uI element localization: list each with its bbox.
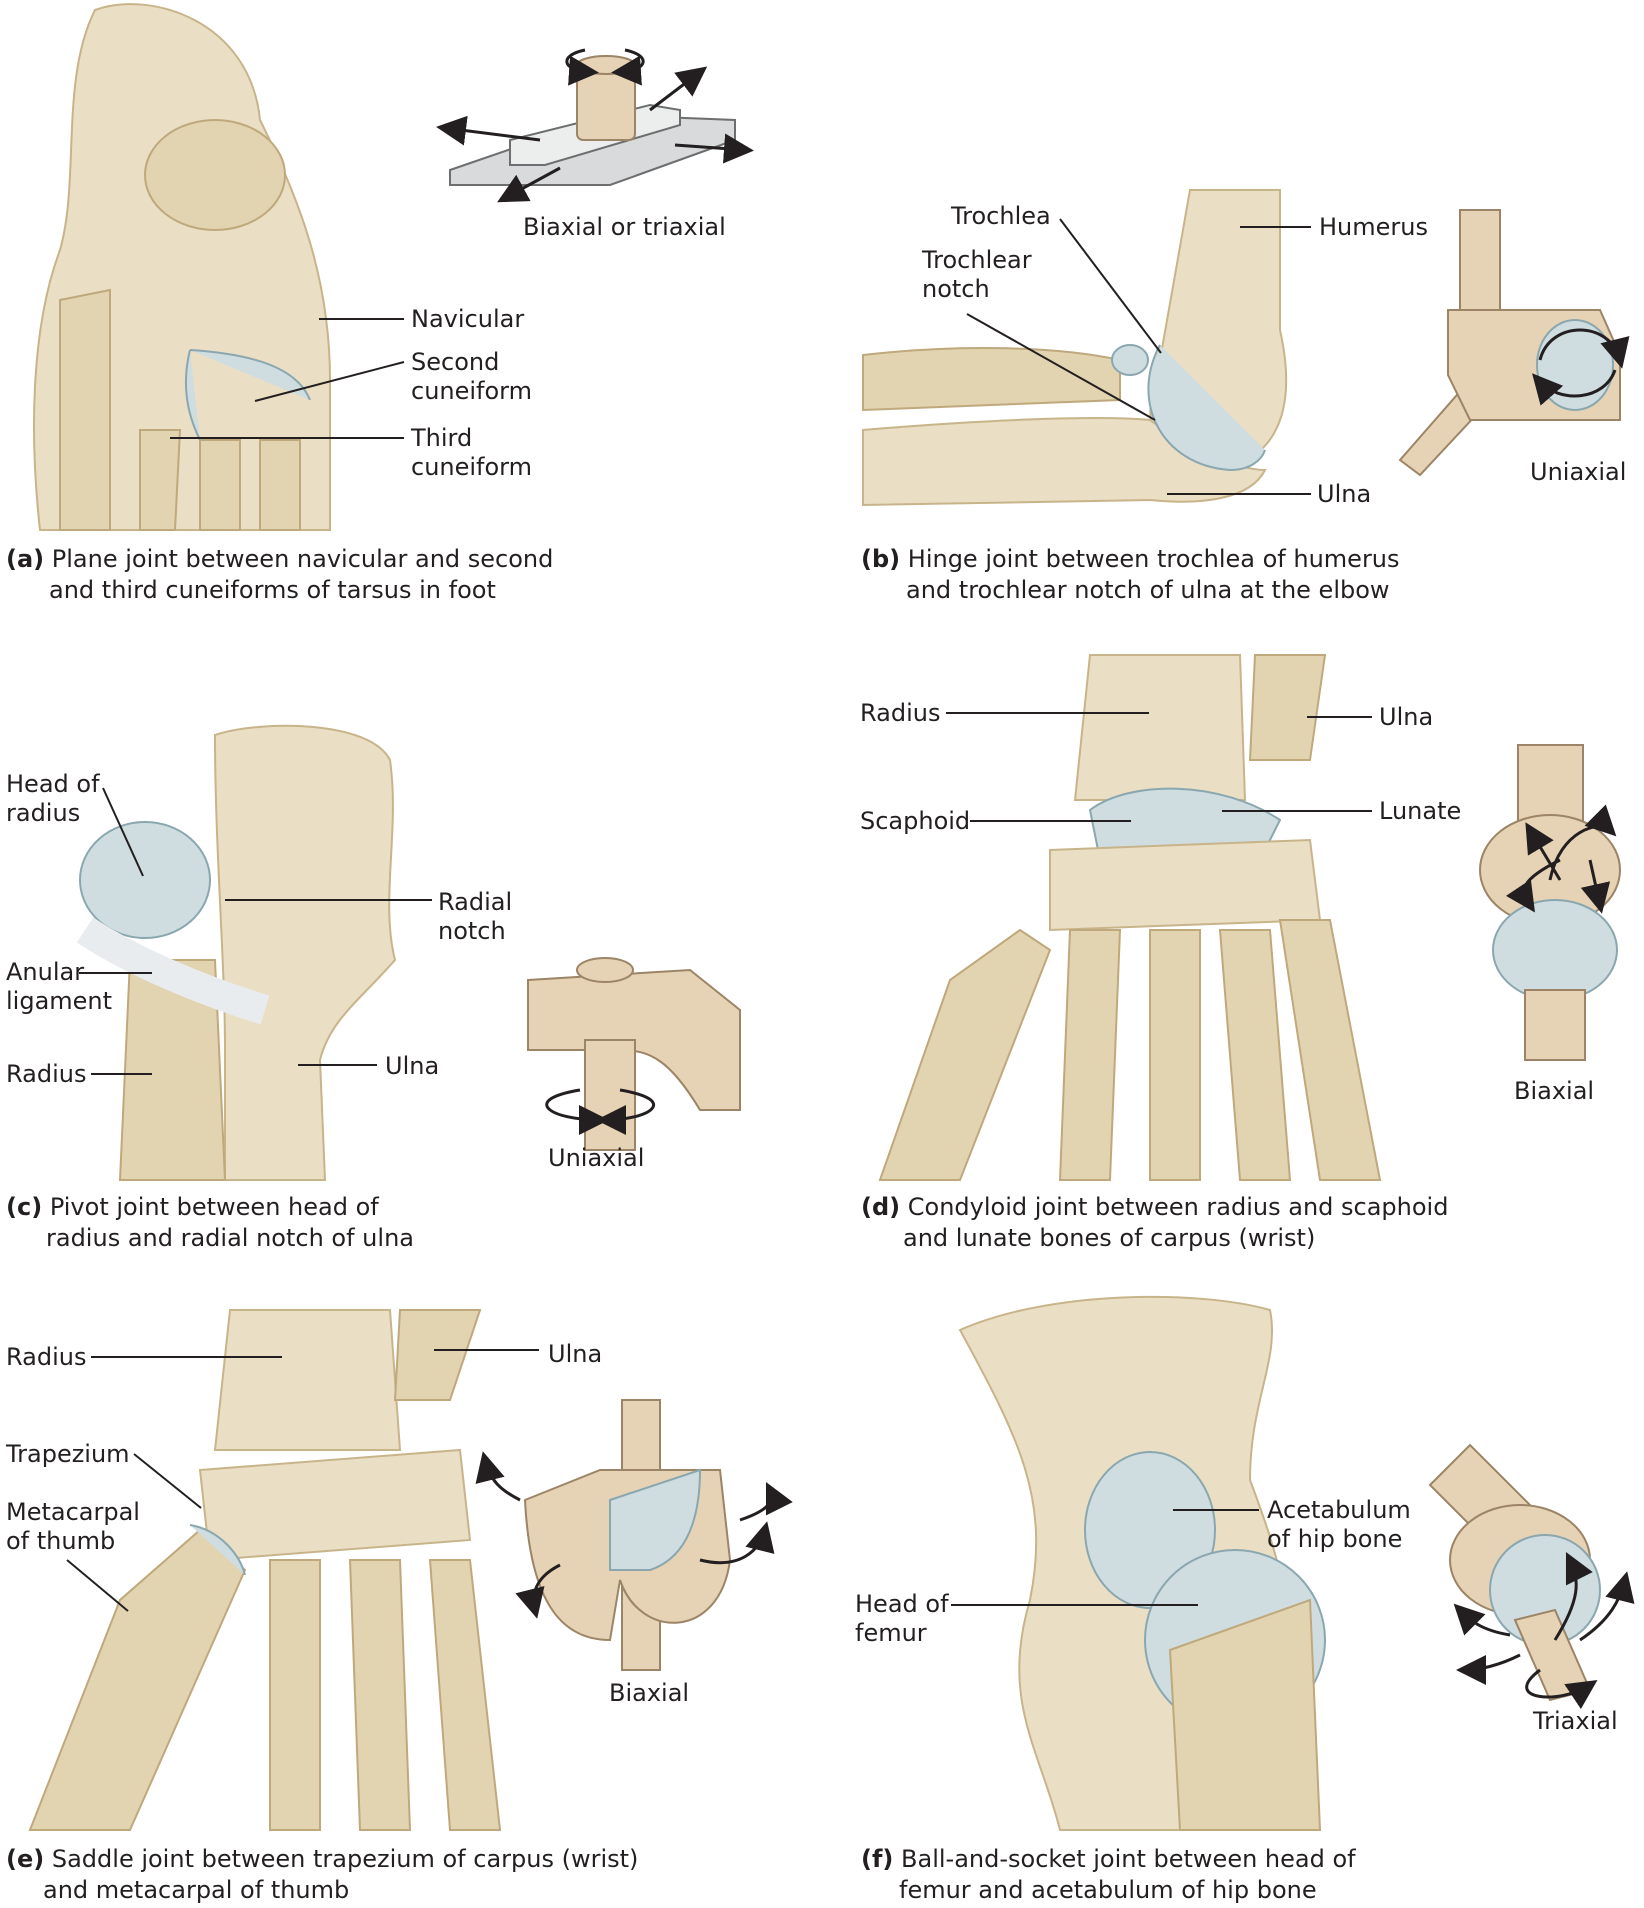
- caption-line: and third cuneiforms of tarsus in foot: [49, 576, 496, 604]
- saddle-joint-model: [475, 1399, 793, 1671]
- caption-line: and lunate bones of carpus (wrist): [903, 1224, 1316, 1252]
- label-ulna-b: Ulna: [1317, 480, 1372, 508]
- label-radius-d: Radius: [860, 699, 941, 727]
- pivot-joint-model: [527, 957, 741, 1151]
- forearm-pivot-illustration: [76, 724, 397, 1181]
- wrist-saddle-illustration: [28, 1309, 502, 1831]
- caption-a: (a) Plane joint between navicular and se…: [6, 544, 553, 606]
- label-ulna-c: Ulna: [385, 1052, 440, 1080]
- caption-line: Hinge joint between trochlea of humerus: [907, 545, 1400, 573]
- caption-line: Pivot joint between head of: [49, 1193, 379, 1221]
- plane-joint-model: [436, 48, 754, 203]
- label-line: Trochlear: [922, 246, 1032, 274]
- label-trochlea: Trochlea: [951, 202, 1051, 230]
- caption-line: and metacarpal of thumb: [43, 1876, 350, 1904]
- label-line: of thumb: [6, 1527, 116, 1555]
- model-label-b: Uniaxial: [1530, 458, 1627, 486]
- label-trapezium: Trapezium: [6, 1440, 130, 1468]
- label-line: of hip bone: [1267, 1525, 1403, 1553]
- label-line: Anular: [6, 958, 85, 986]
- label-line: Metacarpal: [6, 1498, 140, 1526]
- label-line: Acetabulum: [1267, 1496, 1411, 1524]
- caption-f: (f) Ball-and-socket joint between head o…: [861, 1844, 1356, 1906]
- condyloid-joint-model: [1479, 744, 1621, 1061]
- caption-line: radius and radial notch of ulna: [46, 1224, 414, 1252]
- caption-line: Plane joint between navicular and second: [51, 545, 554, 573]
- label-humerus: Humerus: [1319, 213, 1428, 241]
- label-line: Head of: [855, 1590, 949, 1618]
- label-line: ligament: [6, 987, 113, 1015]
- label-line: notch: [438, 917, 506, 945]
- hinge-joint-model: [1398, 209, 1630, 477]
- model-label-e: Biaxial: [609, 1679, 690, 1707]
- label-scaphoid: Scaphoid: [860, 807, 971, 835]
- label-lunate: Lunate: [1379, 797, 1462, 825]
- caption-letter: (e): [6, 1845, 45, 1873]
- model-label-a: Biaxial or triaxial: [523, 213, 726, 241]
- foot-bones-illustration: [33, 3, 331, 531]
- caption-letter: (c): [6, 1193, 43, 1221]
- caption-letter: (f): [861, 1845, 894, 1873]
- label-line: Third: [411, 424, 473, 452]
- model-label-f: Triaxial: [1533, 1707, 1618, 1735]
- caption-letter: (a): [6, 545, 45, 573]
- label-line: cuneiform: [411, 377, 533, 405]
- caption-c: (c) Pivot joint between head of radius an…: [6, 1192, 414, 1254]
- caption-line: Condyloid joint between radius and scaph…: [907, 1193, 1449, 1221]
- caption-d: (d) Condyloid joint between radius and s…: [861, 1192, 1448, 1254]
- wrist-condyloid-illustration: [878, 654, 1382, 1181]
- label-line: Radial: [438, 888, 513, 916]
- ball-socket-joint-model: [1428, 1443, 1635, 1710]
- label-navicular: Navicular: [411, 305, 525, 333]
- label-ulna-d: Ulna: [1379, 703, 1434, 731]
- caption-e: (e) Saddle joint between trapezium of ca…: [6, 1844, 638, 1906]
- elbow-bones-illustration: [862, 189, 1288, 507]
- model-label-c: Uniaxial: [548, 1144, 645, 1172]
- model-label-d: Biaxial: [1514, 1077, 1595, 1105]
- caption-line: femur and acetabulum of hip bone: [899, 1876, 1317, 1904]
- caption-b: (b) Hinge joint between trochlea of hume…: [861, 544, 1400, 606]
- label-ulna-e: Ulna: [548, 1340, 603, 1368]
- label-radius-c: Radius: [6, 1060, 87, 1088]
- label-line: femur: [855, 1619, 927, 1647]
- caption-letter: (d): [861, 1193, 901, 1221]
- label-line: cuneiform: [411, 453, 533, 481]
- leader-lines: [66, 218, 1372, 1612]
- hip-ball-socket-illustration: [958, 1295, 1326, 1831]
- label-radius-e: Radius: [6, 1343, 87, 1371]
- caption-line: Saddle joint between trapezium of carpus…: [51, 1845, 639, 1873]
- label-line: notch: [922, 275, 990, 303]
- caption-letter: (b): [861, 545, 901, 573]
- label-line: Second: [411, 348, 500, 376]
- caption-line: Ball-and-socket joint between head of: [901, 1845, 1356, 1873]
- label-line: Head of: [6, 770, 100, 798]
- label-line: radius: [6, 799, 81, 827]
- caption-line: and trochlear notch of ulna at the elbow: [906, 576, 1390, 604]
